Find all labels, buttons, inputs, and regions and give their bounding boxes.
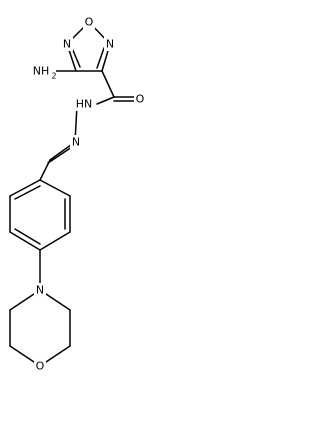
molecule-structure: NH 2 O N N O HN N N O (9, 15, 147, 373)
bond-benzene-1 (39, 179, 71, 197)
bond-benzene-4-inner (14, 228, 41, 245)
atom-amine-subscript: 2 (51, 72, 56, 81)
atom-labels: NH 2 O N N O HN N N O (30, 15, 147, 373)
bond-c4-carbonyl (101, 70, 115, 98)
atom-ring-n-lower: N (63, 38, 71, 51)
bond-ring-n-lower-c3-double (71, 47, 81, 68)
bond-ch-aryl (39, 159, 51, 181)
bond-benzene-3 (39, 231, 71, 251)
bond-n-ch-double (47, 146, 73, 164)
atom-hydrazide-nh: HN (76, 98, 93, 111)
bond-ring-n-upper-c4-double (96, 47, 105, 69)
structure-canvas: NH 2 O N N O HN N N O (0, 0, 149, 440)
bonds (9, 21, 139, 367)
atom-morpholine-n: N (36, 284, 44, 297)
bond-benzene-6-inner (14, 185, 41, 200)
atom-imine-n: N (72, 136, 80, 149)
bond-benzene-4 (9, 231, 41, 251)
atom-morpholine-o: O (36, 360, 45, 373)
atom-ring-n-upper: N (106, 38, 114, 51)
atom-carbonyl-o: O (136, 93, 145, 106)
bond-benzene-6 (9, 179, 41, 197)
bond-carbonyl-nh (96, 96, 115, 105)
atom-amine-n: NH (33, 65, 50, 78)
atom-ring-o: O (85, 16, 94, 29)
